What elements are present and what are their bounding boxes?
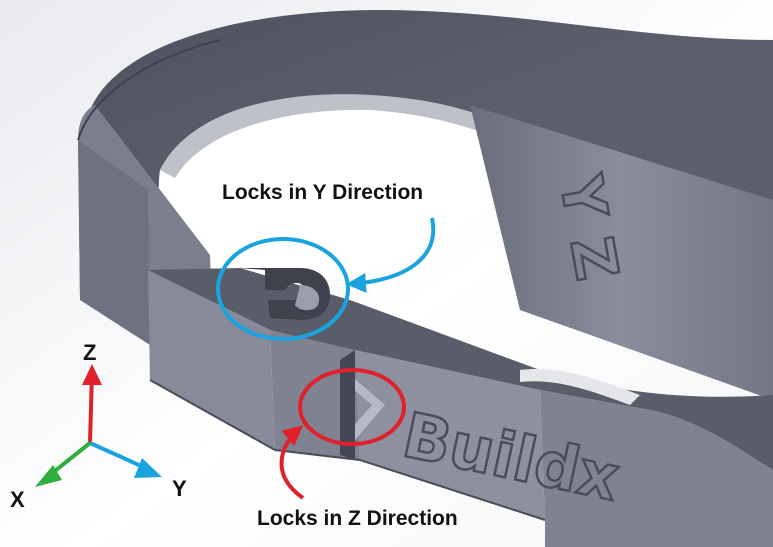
x-axis-arrowhead [35,465,62,487]
y-lock-callout-arrow [346,217,436,293]
z-axis-arrowhead [82,364,102,385]
y-axis-arrowhead [134,458,162,478]
y-lock-label: Locks in Y Direction [222,181,424,204]
z-lock-callout-circle [298,368,406,446]
z-lock-label: Locks in Z Direction [257,507,458,530]
clip-body [77,10,773,547]
axis-triad [35,364,162,487]
z-axis-label: Z [83,340,97,365]
x-axis-label: X [10,487,25,512]
y-axis-label: Y [172,476,187,501]
z-lock-callout-arrow [279,425,305,500]
